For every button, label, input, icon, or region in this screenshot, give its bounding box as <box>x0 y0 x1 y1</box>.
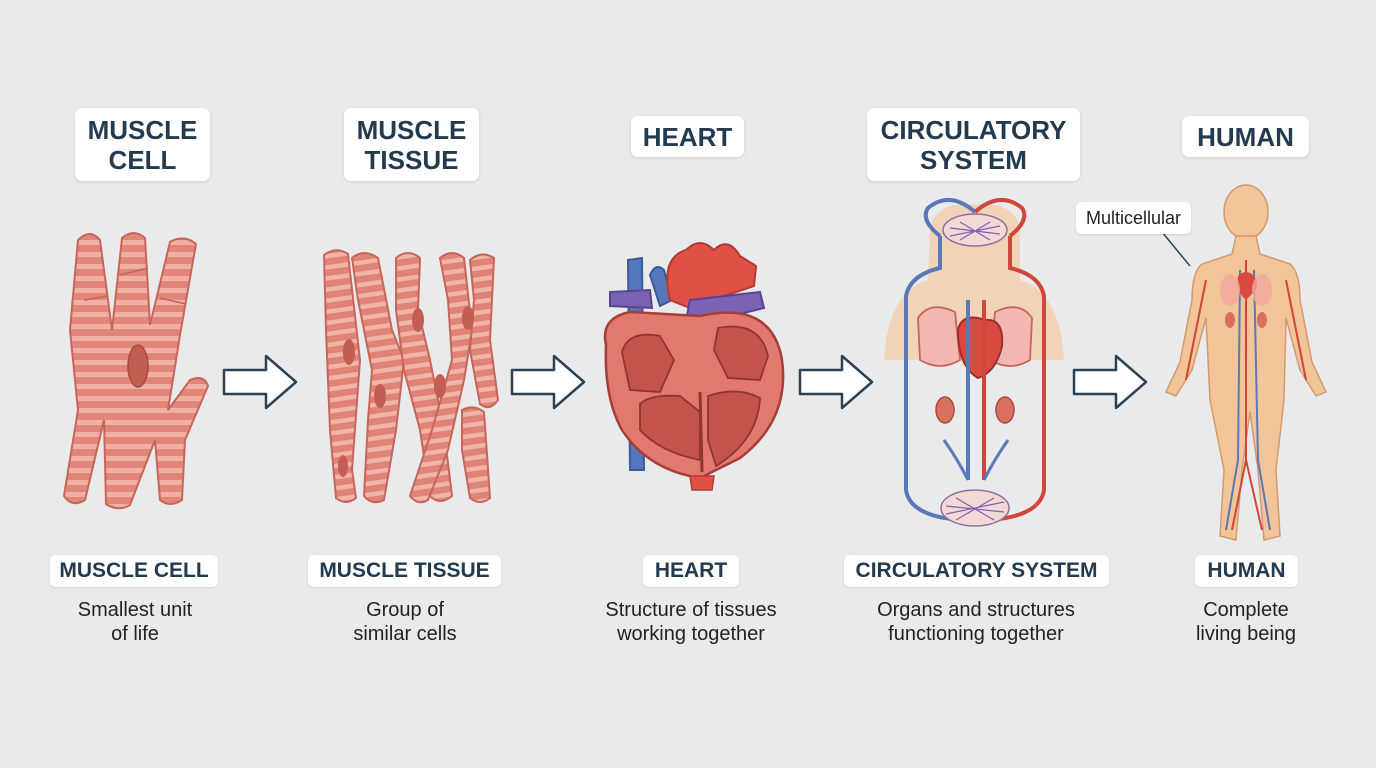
stage-3-label: HEART <box>643 555 739 587</box>
stage-2-description: Group of similar cells <box>353 599 457 645</box>
stage-1-title: MUSCLE CELL <box>75 108 210 181</box>
stage-3-description: Structure of tissues working together <box>605 599 777 645</box>
stage-4-label: CIRCULATORY SYSTEM <box>844 555 1109 587</box>
arrow-2-icon <box>510 354 586 410</box>
muscle-tissue-illustration <box>322 249 500 504</box>
human-illustration <box>1161 184 1328 541</box>
stage-1-label: MUSCLE CELL <box>50 555 218 587</box>
stage-3-title: HEART <box>631 116 744 157</box>
arrow-4-icon <box>1072 354 1148 410</box>
stage-2-title: MUSCLE TISSUE <box>344 108 479 181</box>
stage-4-title: CIRCULATORY SYSTEM <box>867 108 1080 181</box>
stage-5-title: HUMAN <box>1182 116 1309 157</box>
muscle-cell-illustration <box>62 232 210 510</box>
stage-5-description: Complete living being <box>1195 599 1297 645</box>
callout-leader-line <box>1161 231 1191 267</box>
stage-2-label: MUSCLE TISSUE <box>308 555 501 587</box>
arrow-1-icon <box>222 354 298 410</box>
circulatory-system-illustration <box>884 198 1064 527</box>
heart-illustration <box>603 242 785 491</box>
stage-1-description: Smallest unit of life <box>77 599 193 645</box>
arrow-3-icon <box>798 354 874 410</box>
stage-5-label: HUMAN <box>1195 555 1298 587</box>
stage-4-description: Organs and structures functioning togeth… <box>877 599 1075 645</box>
multicellular-callout: Multicellular <box>1076 202 1192 234</box>
